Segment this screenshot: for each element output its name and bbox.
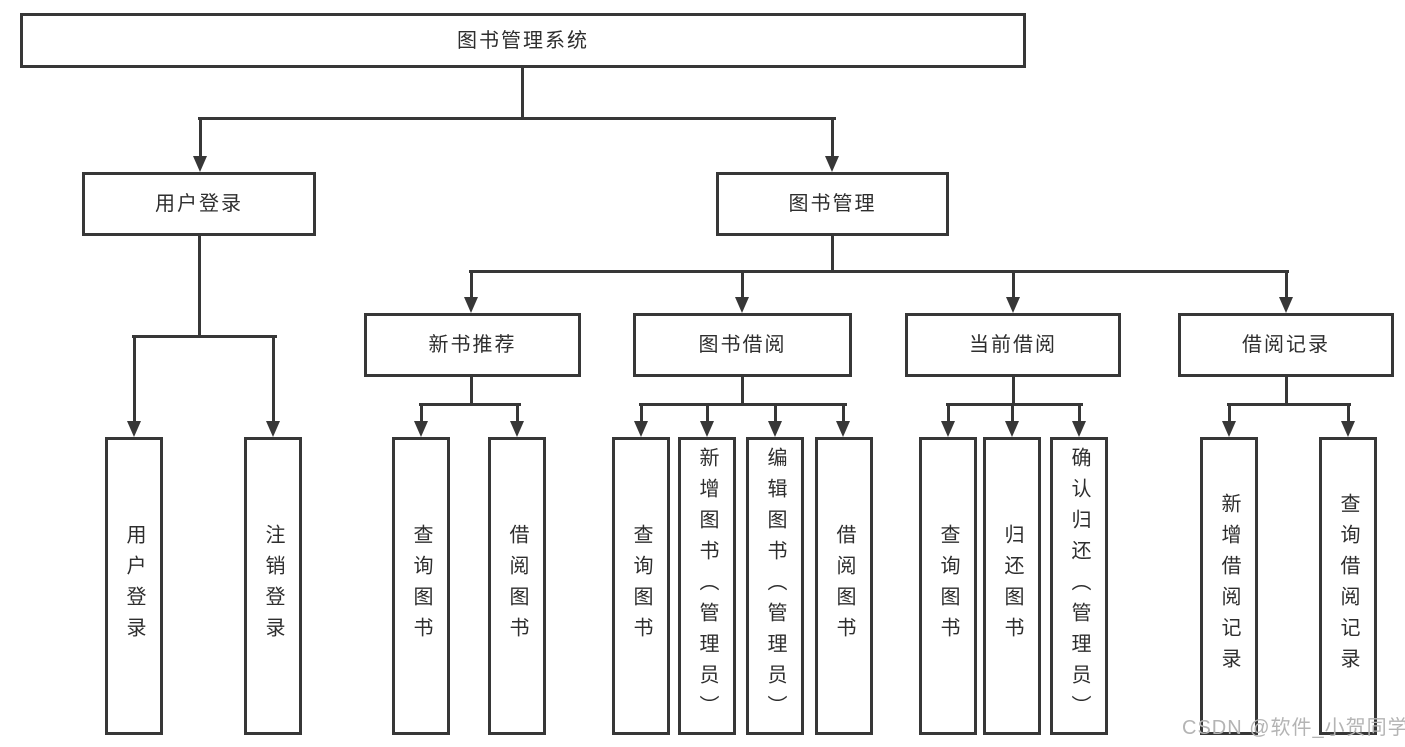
node-label-leaf-nbr-query-books: 查询图书 — [410, 524, 432, 648]
arrowhead-down-icon — [1340, 421, 1355, 437]
connector-line-vertical — [132, 336, 136, 424]
connector-line-vertical — [1284, 377, 1288, 406]
node-root: 图书管理系统 — [20, 13, 1026, 68]
connector-line-horizontal — [1226, 402, 1351, 406]
arrowhead-down-icon — [1004, 421, 1019, 437]
connector-line-horizontal — [638, 402, 847, 406]
node-label-leaf-bb-borrow-books: 借阅图书 — [833, 524, 855, 648]
arrowhead-down-icon — [126, 421, 141, 437]
arrowhead-down-icon — [767, 421, 782, 437]
connector-line-horizontal — [945, 402, 1083, 406]
arrowhead-down-icon — [1005, 297, 1020, 313]
node-label-new-book-rec: 新书推荐 — [428, 334, 517, 356]
node-current-borrow: 当前借阅 — [905, 313, 1121, 377]
arrowhead-down-icon — [633, 421, 648, 437]
arrowhead-down-icon — [413, 421, 428, 437]
connector-line-vertical — [740, 377, 744, 406]
node-leaf-user-login: 用户登录 — [105, 437, 163, 735]
connector-line-vertical — [1346, 404, 1350, 424]
connector-line-vertical — [830, 118, 834, 158]
connector-line-vertical — [469, 377, 473, 406]
node-label-borrow-record: 借阅记录 — [1242, 334, 1330, 356]
connector-line-vertical — [1077, 404, 1081, 424]
node-leaf-nbr-query-books: 查询图书 — [392, 437, 450, 735]
connector-line-horizontal — [131, 334, 277, 338]
connector-line-vertical — [830, 236, 834, 273]
node-leaf-bb-borrow-books: 借阅图书 — [815, 437, 873, 735]
node-book-borrow: 图书借阅 — [633, 313, 852, 377]
arrowhead-down-icon — [734, 297, 749, 313]
connector-line-horizontal — [418, 402, 521, 406]
connector-line-vertical — [197, 236, 201, 338]
arrowhead-down-icon — [824, 156, 839, 172]
node-leaf-logout: 注销登录 — [244, 437, 302, 735]
node-leaf-bb-add-book-admin: 新增图书（管理员） — [678, 437, 736, 735]
arrowhead-down-icon — [463, 297, 478, 313]
node-label-leaf-bb-query-books: 查询图书 — [630, 524, 652, 648]
connector-line-vertical — [841, 404, 845, 424]
arrowhead-down-icon — [835, 421, 850, 437]
node-leaf-cb-confirm-return-admin: 确认归还（管理员） — [1050, 437, 1108, 735]
arrowhead-down-icon — [1221, 421, 1236, 437]
node-borrow-record: 借阅记录 — [1178, 313, 1394, 377]
node-label-leaf-nbr-borrow-books: 借阅图书 — [506, 524, 528, 648]
node-label-user-login: 用户登录 — [155, 193, 243, 215]
node-leaf-bb-edit-book-admin: 编辑图书（管理员） — [746, 437, 804, 735]
node-leaf-br-query-record: 查询借阅记录 — [1319, 437, 1377, 735]
node-label-leaf-bb-edit-book-admin: 编辑图书（管理员） — [764, 446, 786, 726]
node-label-current-borrow: 当前借阅 — [969, 334, 1057, 356]
node-new-book-rec: 新书推荐 — [364, 313, 581, 377]
connector-line-vertical — [198, 118, 202, 158]
connector-line-vertical — [1011, 271, 1015, 299]
node-label-leaf-br-add-record: 新增借阅记录 — [1218, 493, 1240, 679]
connector-line-vertical — [1010, 404, 1014, 424]
connector-line-vertical — [271, 336, 275, 424]
node-label-book-borrow: 图书借阅 — [698, 334, 787, 356]
node-label-leaf-cb-return-books: 归还图书 — [1001, 524, 1023, 648]
node-label-leaf-cb-query-books: 查询图书 — [937, 524, 959, 648]
csdn-watermark: CSDN @软件_小贺同学 — [1182, 717, 1405, 739]
arrowhead-down-icon — [265, 421, 280, 437]
connector-line-vertical — [946, 404, 950, 424]
connector-line-horizontal — [468, 269, 1289, 273]
node-label-leaf-user-login: 用户登录 — [123, 524, 145, 648]
node-leaf-cb-return-books: 归还图书 — [983, 437, 1041, 735]
connector-line-vertical — [639, 404, 643, 424]
node-leaf-nbr-borrow-books: 借阅图书 — [488, 437, 546, 735]
connector-line-vertical — [1011, 377, 1015, 406]
connector-line-vertical — [740, 271, 744, 299]
node-label-book-mgmt: 图书管理 — [788, 193, 877, 215]
connector-line-vertical — [1284, 271, 1288, 299]
connector-line-vertical — [1227, 404, 1231, 424]
arrowhead-down-icon — [1071, 421, 1086, 437]
node-leaf-bb-query-books: 查询图书 — [612, 437, 670, 735]
node-book-mgmt: 图书管理 — [716, 172, 949, 236]
connector-line-vertical — [515, 404, 519, 424]
node-user-login: 用户登录 — [82, 172, 316, 236]
node-label-root: 图书管理系统 — [457, 29, 589, 52]
arrowhead-down-icon — [940, 421, 955, 437]
connector-line-vertical — [773, 404, 777, 424]
node-label-leaf-bb-add-book-admin: 新增图书（管理员） — [696, 446, 718, 726]
node-label-leaf-cb-confirm-return-admin: 确认归还（管理员） — [1068, 446, 1090, 726]
arrowhead-down-icon — [699, 421, 714, 437]
arrowhead-down-icon — [509, 421, 524, 437]
arrowhead-down-icon — [192, 156, 207, 172]
connector-line-vertical — [419, 404, 423, 424]
node-label-leaf-logout: 注销登录 — [262, 524, 284, 648]
arrowhead-down-icon — [1278, 297, 1293, 313]
connector-line-horizontal — [197, 116, 836, 120]
connector-line-vertical — [520, 66, 524, 120]
node-leaf-cb-query-books: 查询图书 — [919, 437, 977, 735]
node-label-leaf-br-query-record: 查询借阅记录 — [1337, 493, 1359, 679]
connector-line-vertical — [469, 271, 473, 299]
connector-line-vertical — [705, 404, 709, 424]
node-leaf-br-add-record: 新增借阅记录 — [1200, 437, 1258, 735]
